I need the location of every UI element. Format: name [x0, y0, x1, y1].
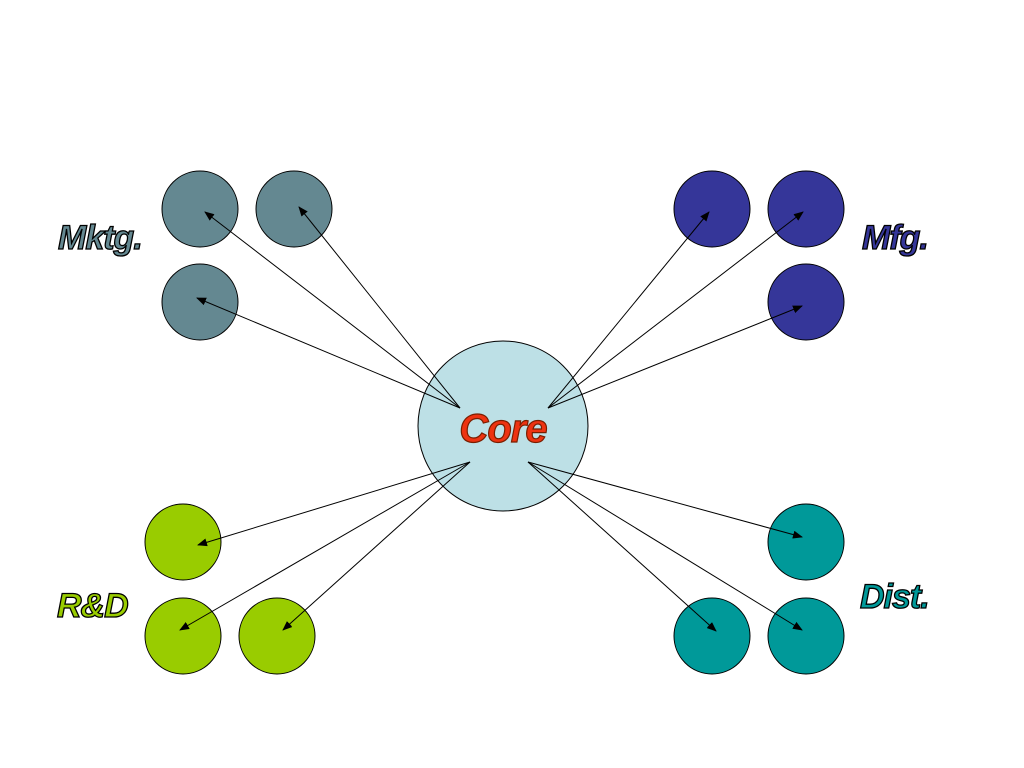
node-rnd-2 [144, 597, 222, 675]
node-mfg-3 [767, 263, 845, 341]
group-label-mfg: Mfg. [861, 219, 929, 257]
node-mktg-2 [255, 170, 333, 248]
arrow-core-to-mktg-2 [298, 206, 461, 409]
arrow-core-to-rnd-3 [282, 461, 471, 631]
arrow-core-to-rnd-2 [179, 461, 471, 631]
arrow-core-to-dist-2 [527, 461, 717, 632]
arrow-core-to-mfg-1 [547, 211, 710, 409]
group-label-rnd: R&D [56, 587, 129, 625]
arrow-core-to-mktg-3 [196, 297, 461, 409]
arrow-core-to-mfg-3 [547, 305, 803, 409]
arrow-core-to-rnd-1 [197, 461, 471, 547]
arrows-layer [179, 206, 804, 632]
node-dist-1 [767, 503, 845, 581]
node-mktg-3 [161, 263, 239, 341]
node-mktg-1 [161, 170, 239, 248]
arrow-core-to-dist-1 [527, 461, 803, 539]
arrow-core-to-mfg-2 [547, 211, 804, 409]
core-node [417, 340, 589, 512]
arrow-core-to-dist-3 [527, 461, 803, 631]
core-label: Core [459, 407, 548, 451]
node-rnd-3 [238, 597, 316, 675]
arrow-core-to-mktg-1 [204, 211, 461, 409]
node-mfg-2 [767, 170, 845, 248]
node-dist-3 [767, 597, 845, 675]
group-label-mktg: Mktg. [57, 219, 143, 257]
node-dist-2 [673, 597, 751, 675]
group-label-dist: Dist. [859, 578, 930, 616]
node-mfg-1 [673, 170, 751, 248]
node-rnd-1 [144, 503, 222, 581]
